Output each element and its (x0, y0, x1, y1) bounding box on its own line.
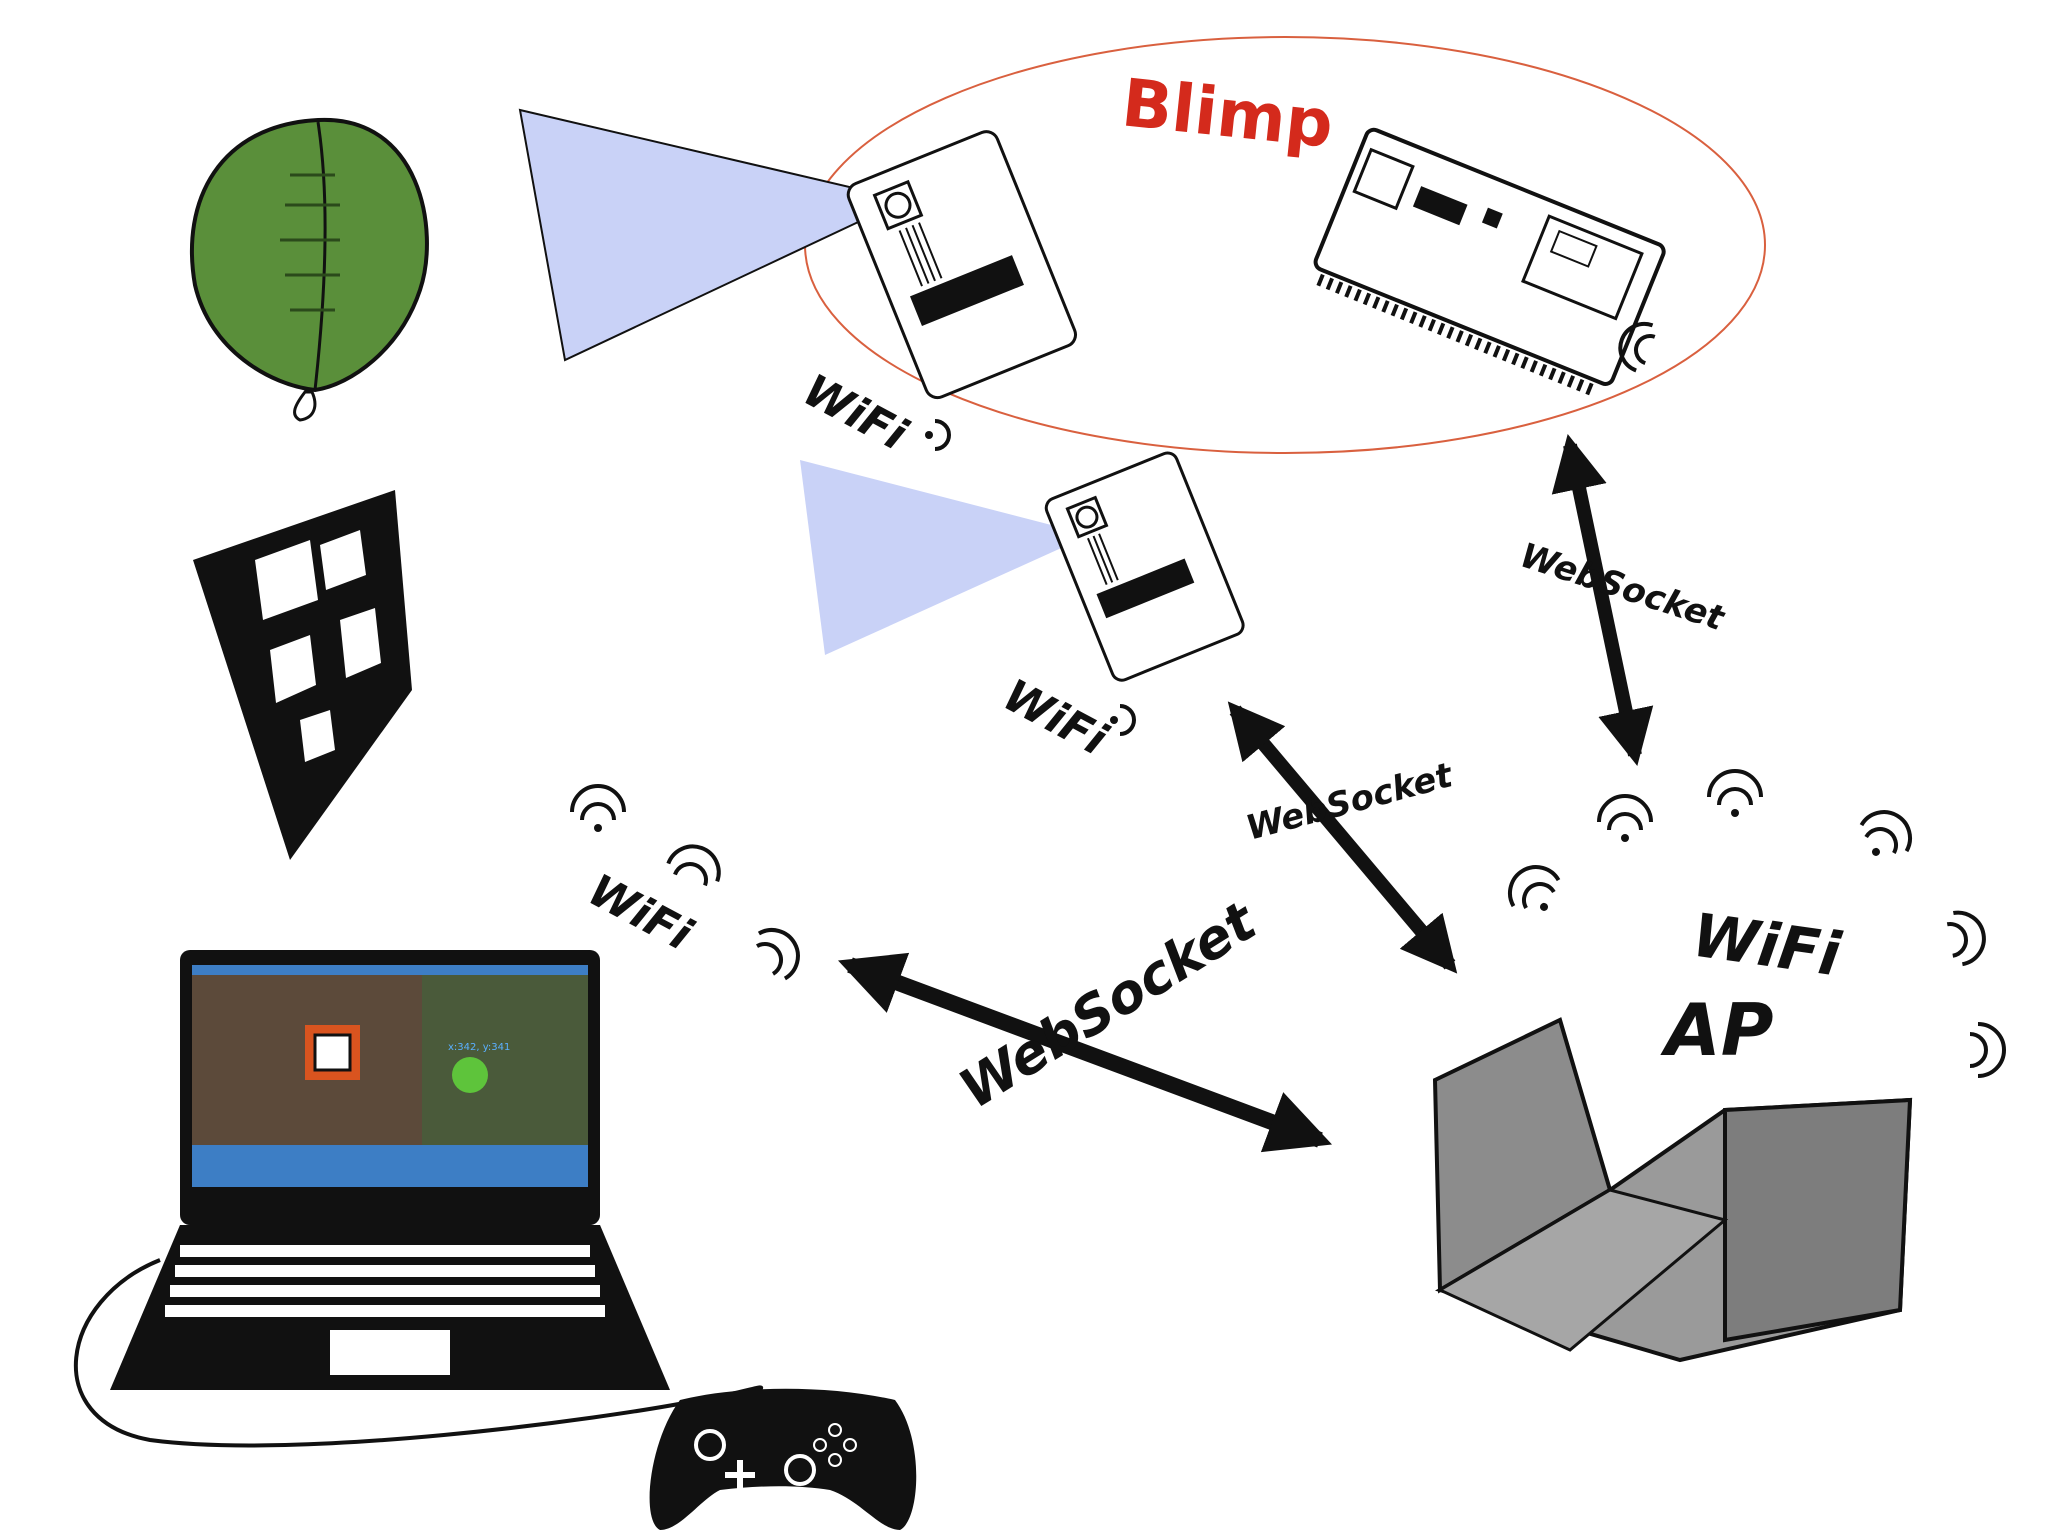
wifi-signal-icon (1707, 769, 1763, 817)
microcontroller-board-icon (1313, 127, 1666, 398)
wifi-signal-icon (1618, 321, 1656, 373)
websocket-arrow-camera-router (1227, 701, 1458, 974)
wifi-signal-icon (925, 419, 951, 451)
wifi-signal-icon (1946, 910, 1986, 967)
screen-overlay-coordinates: x:342, y:341 (448, 1042, 510, 1053)
wifi-label-camera-lower: WiFi (995, 670, 1116, 767)
wifi-signal-icon (666, 844, 721, 887)
websocket-arrow-board-router (1551, 434, 1654, 766)
wifi-signal-icon (1969, 1022, 2006, 1078)
wifi-signal-icon (1110, 704, 1136, 736)
wifi-label-camera-upper: WiFi (795, 365, 916, 462)
camera-module-icon (846, 130, 1078, 400)
wifi-label-laptop: WiFi (580, 865, 701, 962)
laptop-icon: x:342, y:341 (73, 950, 764, 1448)
router-icon (1432, 1017, 1913, 1363)
balloon-icon (189, 117, 429, 422)
gamepad-icon (649, 1388, 917, 1530)
wifi-signal-icon (1859, 810, 1912, 856)
websocket-label-laptop: WebSocket (949, 888, 1269, 1121)
camera-module-icon (1044, 451, 1245, 682)
aruco-marker-icon (193, 490, 412, 860)
wifi-label-router: WiFi (1688, 901, 1846, 991)
camera-fov-upper (518, 108, 909, 362)
websocket-arrow-laptop-router (838, 952, 1332, 1153)
ap-label: AP (1660, 988, 1774, 1072)
websocket-label-camera: WebSocket (1242, 755, 1458, 849)
wifi-signal-icon (1508, 865, 1561, 911)
blimp-label: Blimp (1118, 64, 1336, 163)
wifi-signal-icon (1597, 794, 1653, 842)
camera-fov-lower (800, 460, 1090, 655)
wifi-signal-icon (756, 928, 800, 981)
websocket-label-board: WebSocket (1515, 536, 1730, 640)
wifi-signal-icon (570, 784, 626, 832)
